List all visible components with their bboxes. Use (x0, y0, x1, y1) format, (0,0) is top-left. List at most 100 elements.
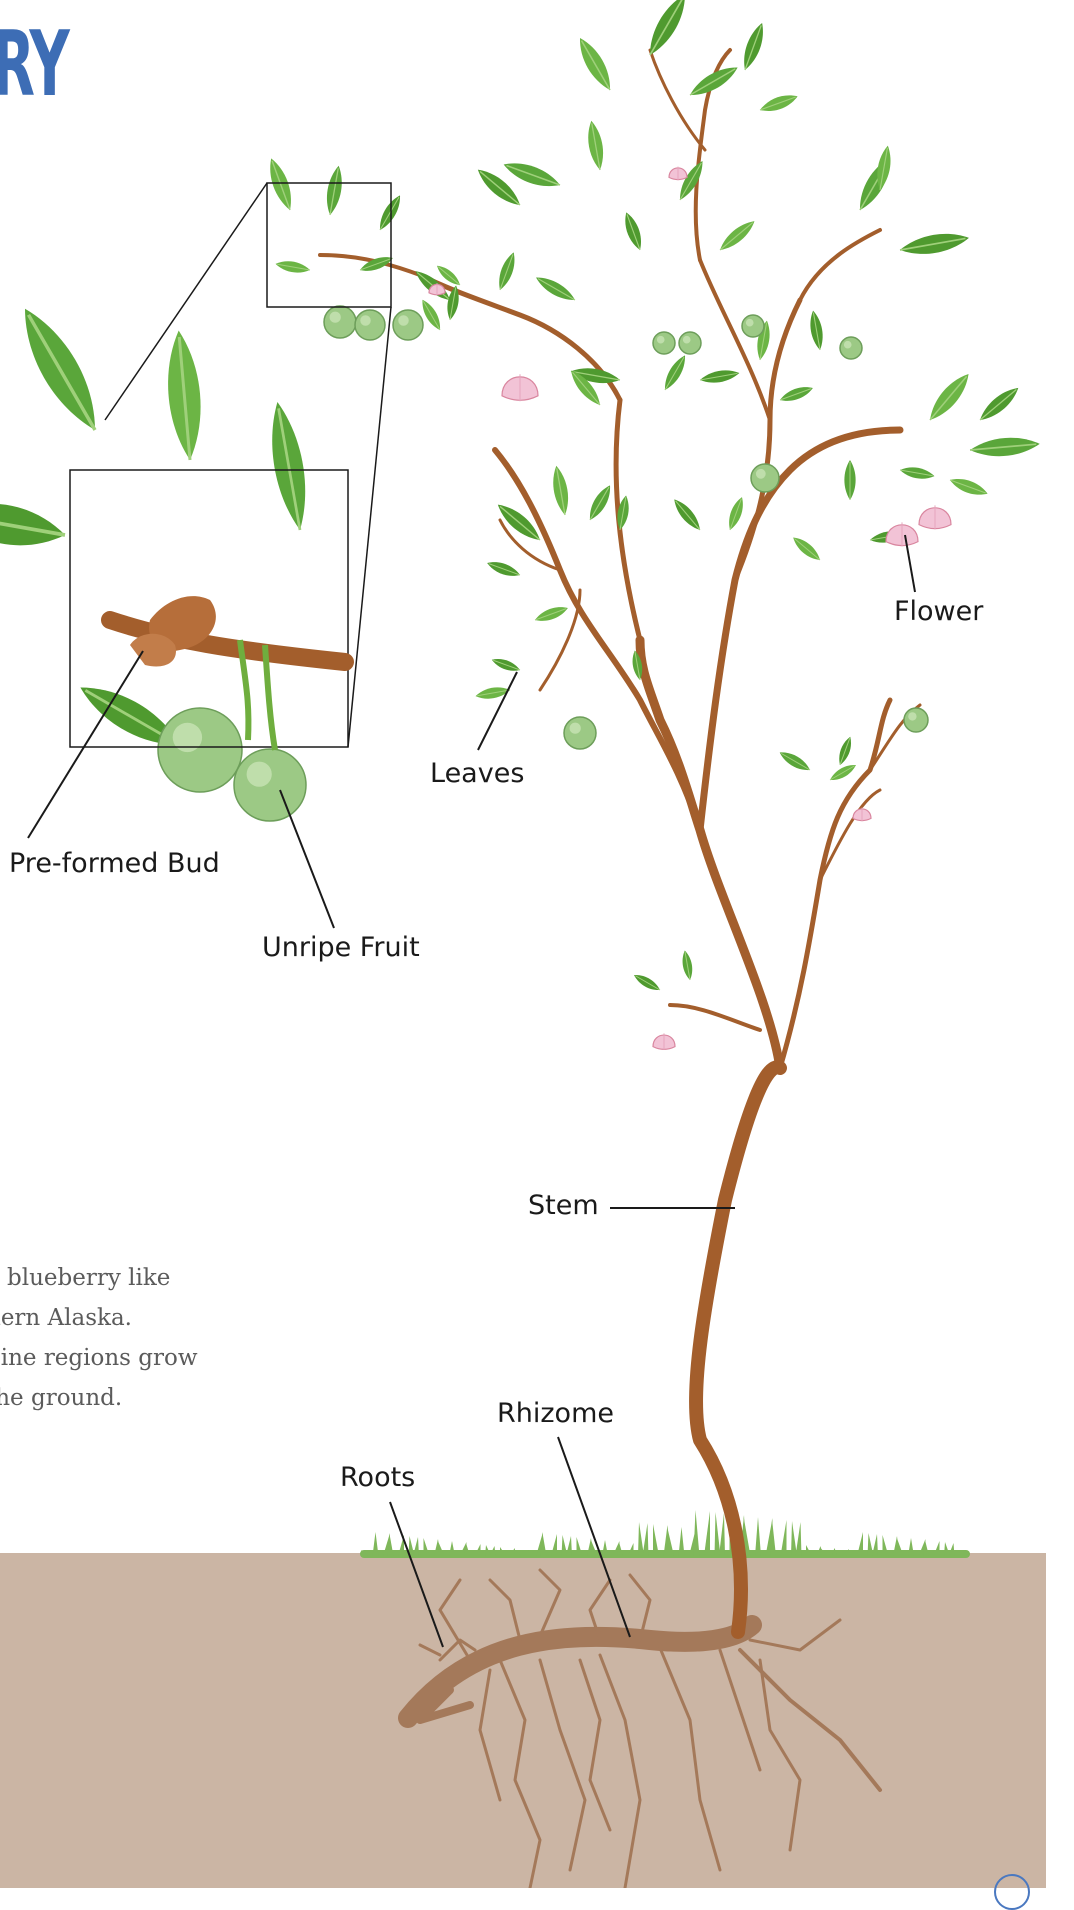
leaf (263, 400, 314, 533)
unripe-fruit (158, 708, 242, 792)
unripe-fruit (840, 337, 862, 359)
page-mark-icon (994, 1874, 1030, 1910)
rhizome-label: Rhizome (497, 1400, 614, 1427)
unripe-fruit (679, 332, 701, 354)
leaf (844, 460, 855, 500)
leaf (969, 435, 1040, 459)
unripe-fruit (355, 310, 385, 340)
grass-blade (796, 1522, 802, 1556)
leaf (924, 369, 975, 426)
leaf (323, 165, 345, 217)
leaves-label: Leaves (430, 760, 524, 787)
grass-blade (715, 1512, 721, 1556)
callout-lines (28, 535, 915, 1647)
leaf (758, 91, 800, 116)
unripe-fruit (324, 306, 356, 338)
grass-blade (679, 1527, 685, 1556)
roots-label: Roots (340, 1464, 415, 1491)
unripe-fruit (742, 315, 764, 337)
grass-blade (449, 1541, 455, 1556)
leaf (808, 310, 826, 351)
grass-blade (949, 1543, 955, 1556)
leaf (485, 558, 521, 580)
leaf (777, 748, 813, 775)
leaves-cluster (0, 0, 1041, 994)
leaf (0, 495, 68, 554)
grass-blade (562, 1535, 568, 1556)
grass-blade (577, 1537, 583, 1556)
flower (886, 522, 918, 546)
leaf (621, 210, 646, 252)
leaf (670, 496, 704, 534)
leaf (275, 259, 311, 275)
grass-blade (704, 1511, 710, 1556)
leaf (675, 158, 708, 203)
leaf (264, 156, 297, 213)
grass-blade (653, 1524, 659, 1556)
leaf (533, 272, 578, 305)
unripe-fruit (653, 332, 675, 354)
leaf (573, 34, 617, 94)
flower (502, 374, 538, 401)
leaf (490, 656, 521, 675)
flower (669, 167, 687, 181)
leaf (716, 216, 758, 254)
grass-blade (868, 1533, 874, 1556)
unripe-fruit (904, 708, 928, 732)
grass-blade (791, 1521, 797, 1556)
leaf (976, 383, 1023, 425)
intro-line-3: pine regions grow (0, 1338, 198, 1378)
leaf (790, 533, 824, 564)
intro-paragraph: a blueberry like hern Alaska. pine regio… (0, 1258, 198, 1418)
grass-blade (719, 1513, 725, 1556)
grass-blade (551, 1534, 557, 1556)
unripe-fruit (393, 310, 423, 340)
grass-blade (908, 1538, 914, 1556)
flower (919, 505, 951, 529)
leaf (9, 300, 110, 439)
grass-blade (602, 1540, 608, 1556)
stem-label: Stem (528, 1192, 599, 1219)
leaf (163, 329, 206, 461)
grass-blade (628, 1543, 634, 1556)
leaf (699, 368, 740, 386)
grass-blade (755, 1517, 761, 1556)
grass-blade (883, 1535, 889, 1556)
grass-blade (872, 1534, 878, 1556)
unripe-fruit (564, 717, 596, 749)
leaf (898, 229, 970, 259)
grass-blade (934, 1541, 940, 1556)
grass-blade (944, 1542, 950, 1556)
intro-line-1: a blueberry like (0, 1258, 198, 1298)
pre-formed-bud-label: Pre-formed Bud (9, 850, 220, 877)
grass-blade (781, 1520, 787, 1556)
leaf (686, 61, 741, 101)
leaf (680, 950, 694, 981)
flower-label: Flower (894, 598, 983, 625)
unripe-fruit (751, 464, 779, 492)
grass-blade (413, 1537, 419, 1556)
leaf (853, 154, 897, 214)
grass-blade (694, 1510, 700, 1556)
leaf (739, 21, 769, 73)
grass-blade (638, 1522, 644, 1556)
leaf (778, 383, 814, 405)
leaf (585, 120, 607, 172)
leaf (533, 603, 569, 625)
unripe-fruit-label: Unripe Fruit (262, 934, 420, 961)
leaf (660, 353, 690, 393)
leaf (836, 735, 855, 766)
grass-blade (857, 1532, 863, 1556)
leaf (899, 465, 935, 481)
leaf (550, 465, 572, 517)
leaf (375, 193, 405, 233)
intro-line-4: the ground. (0, 1378, 198, 1418)
grass-blade (566, 1536, 572, 1556)
leaf (725, 495, 747, 531)
grass-blade (424, 1538, 430, 1556)
soil (0, 1553, 1046, 1888)
stem (320, 50, 920, 1632)
leaf (632, 971, 662, 994)
